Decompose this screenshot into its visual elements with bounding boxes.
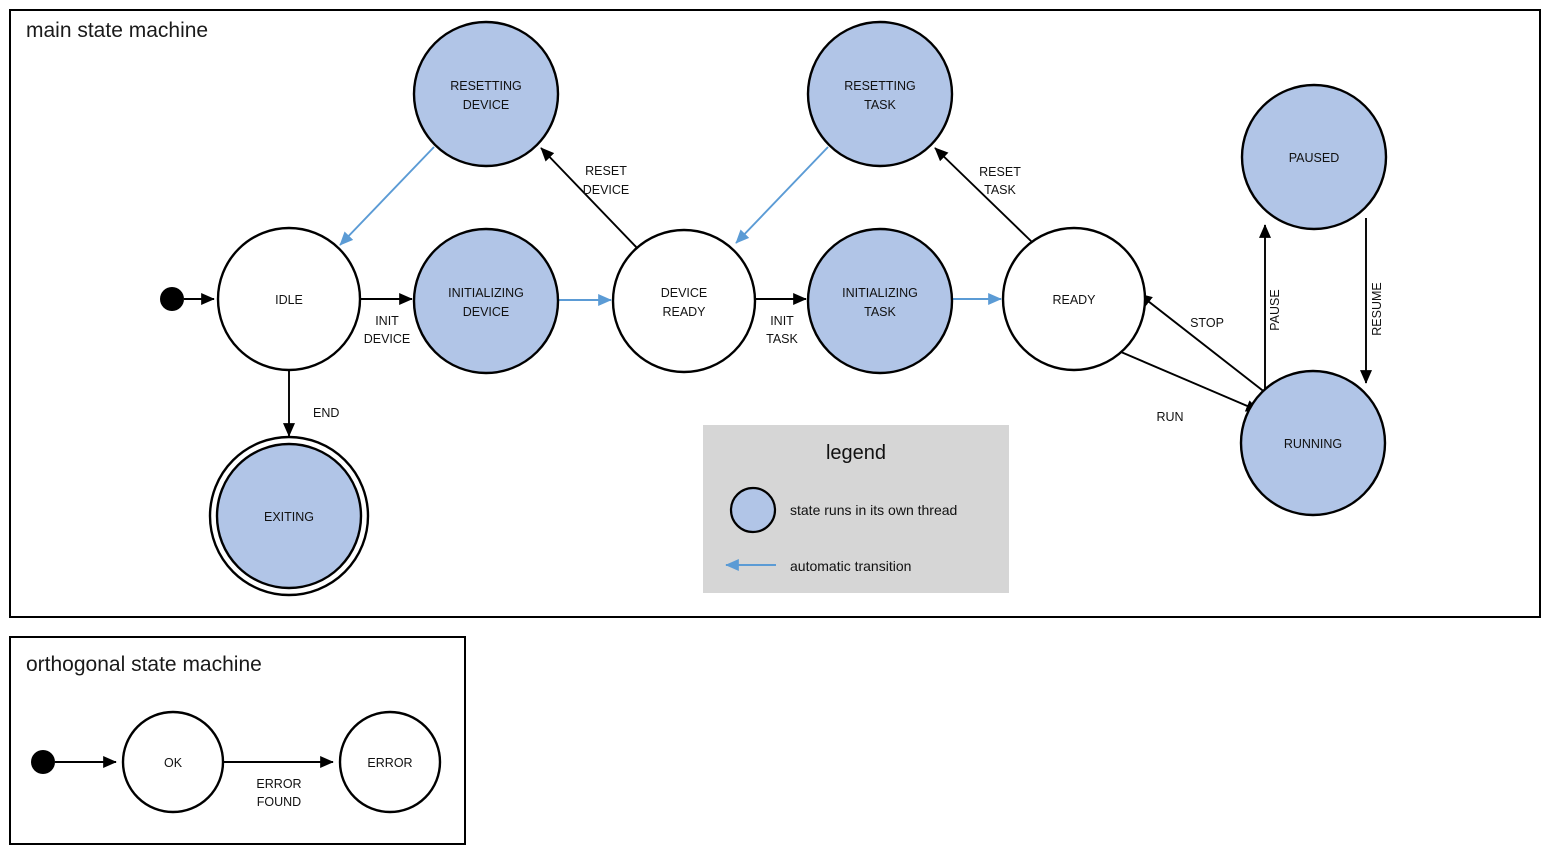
edge-label-reset-task-line1: RESET bbox=[979, 165, 1021, 179]
state-resetting-device[interactable]: RESETTING DEVICE bbox=[412, 20, 560, 168]
transition-device-ready-to-resetting-device: RESET DEVICE bbox=[540, 147, 641, 252]
state-resetting-task-circle[interactable] bbox=[806, 20, 954, 168]
state-initializing-device-label-line2: DEVICE bbox=[463, 305, 510, 319]
edge-ready-to-running bbox=[1120, 351, 1260, 412]
transition-running-to-paused: PAUSE bbox=[1258, 224, 1282, 390]
state-resetting-task-label-line1: RESETTING bbox=[844, 79, 916, 93]
edge-label-pause: PAUSE bbox=[1268, 289, 1282, 330]
transition-running-to-ready: STOP bbox=[1138, 293, 1272, 398]
state-resetting-task-label-line2: TASK bbox=[864, 98, 896, 112]
edge-resetting-task-to-device-ready bbox=[735, 146, 829, 244]
legend-item-threaded-state-text: state runs in its own thread bbox=[790, 502, 957, 518]
transition-resetting-task-to-device-ready bbox=[735, 146, 829, 244]
edge-label-stop: STOP bbox=[1190, 316, 1224, 330]
transition-ortho-start-to-ok bbox=[31, 750, 117, 774]
edge-label-reset-device-line2: DEVICE bbox=[583, 183, 630, 197]
state-ready[interactable]: READY bbox=[1001, 226, 1147, 372]
main-frame-title: main state machine bbox=[26, 19, 208, 42]
edge-label-init-device-line1: INIT bbox=[375, 314, 399, 328]
edge-resetting-device-to-idle bbox=[339, 146, 435, 246]
state-idle-circle[interactable] bbox=[216, 226, 362, 372]
state-initializing-task-circle[interactable] bbox=[806, 227, 954, 375]
legend-item-auto-transition: automatic transition bbox=[725, 558, 911, 574]
edge-label-reset-task-line2: TASK bbox=[984, 183, 1016, 197]
legend-item-threaded-state: state runs in its own thread bbox=[729, 486, 957, 534]
threaded-state-icon bbox=[729, 486, 777, 534]
state-ok[interactable]: OK bbox=[121, 710, 225, 814]
legend-item-auto-transition-text: automatic transition bbox=[790, 558, 911, 574]
state-exiting[interactable]: EXITING bbox=[208, 435, 370, 597]
legend: legend state runs in its own thread auto… bbox=[703, 425, 1009, 593]
state-ready-label: READY bbox=[1052, 293, 1096, 307]
orthogonal-transitions: ERROR FOUND bbox=[31, 750, 334, 809]
edge-label-reset-device-line1: RESET bbox=[585, 164, 627, 178]
state-device-ready-label-line2: READY bbox=[662, 305, 706, 319]
main-transitions: INIT DEVICE RESET DEVICE INIT TASK bbox=[160, 146, 1384, 437]
legend-title: legend bbox=[826, 442, 886, 464]
state-initializing-task-label-line2: TASK bbox=[864, 305, 896, 319]
state-initializing-device-label-line1: INITIALIZING bbox=[448, 286, 524, 300]
edge-ready-to-resetting-task bbox=[934, 147, 1033, 243]
state-resetting-task[interactable]: RESETTING TASK bbox=[806, 20, 954, 168]
state-error[interactable]: ERROR bbox=[338, 710, 442, 814]
state-paused[interactable]: PAUSED bbox=[1240, 83, 1388, 231]
edge-label-init-device-line2: DEVICE bbox=[364, 332, 411, 346]
state-device-ready[interactable]: DEVICE READY bbox=[611, 228, 757, 374]
orthogonal-states: OK ERROR bbox=[121, 710, 442, 814]
transition-idle-to-initializing-device: INIT DEVICE bbox=[360, 292, 413, 346]
state-ok-label: OK bbox=[164, 756, 183, 770]
state-error-circle[interactable] bbox=[338, 710, 442, 814]
state-device-ready-circle[interactable] bbox=[611, 228, 757, 374]
transition-idle-to-exiting: END bbox=[282, 371, 339, 437]
edge-running-to-ready bbox=[1138, 293, 1272, 398]
state-initializing-task[interactable]: INITIALIZING TASK bbox=[806, 227, 954, 375]
state-ready-circle[interactable] bbox=[1001, 226, 1147, 372]
edge-label-error-found-line2: FOUND bbox=[257, 795, 301, 809]
edge-label-error-found-line1: ERROR bbox=[256, 777, 301, 791]
state-device-ready-label-line1: DEVICE bbox=[661, 286, 708, 300]
edge-label-resume: RESUME bbox=[1370, 282, 1384, 335]
transition-start-to-idle bbox=[160, 287, 215, 311]
state-paused-label: PAUSED bbox=[1289, 151, 1339, 165]
state-paused-circle[interactable] bbox=[1240, 83, 1388, 231]
edge-device-ready-to-resetting-device bbox=[540, 147, 641, 252]
state-exiting-label: EXITING bbox=[264, 510, 314, 524]
transition-ortho-ok-to-error: ERROR FOUND bbox=[223, 755, 334, 809]
edge-label-run: RUN bbox=[1156, 410, 1183, 424]
state-idle[interactable]: IDLE bbox=[216, 226, 362, 372]
state-resetting-device-label-line2: DEVICE bbox=[463, 98, 510, 112]
transition-device-ready-to-initializing-task: INIT TASK bbox=[756, 292, 807, 346]
state-initializing-device[interactable]: INITIALIZING DEVICE bbox=[412, 227, 560, 375]
orthogonal-frame-title: orthogonal state machine bbox=[26, 653, 262, 676]
orthogonal-initial-state-dot bbox=[31, 750, 55, 774]
state-running-circle[interactable] bbox=[1239, 369, 1387, 517]
initial-state-dot bbox=[160, 287, 184, 311]
state-running[interactable]: RUNNING bbox=[1239, 369, 1387, 517]
transition-resetting-device-to-idle bbox=[339, 146, 435, 246]
edge-label-end: END bbox=[313, 406, 339, 420]
state-exiting-circle[interactable] bbox=[215, 442, 363, 590]
state-ok-circle[interactable] bbox=[121, 710, 225, 814]
state-resetting-device-circle[interactable] bbox=[412, 20, 560, 168]
state-initializing-task-label-line1: INITIALIZING bbox=[842, 286, 918, 300]
transition-paused-to-running: RESUME bbox=[1359, 218, 1384, 384]
state-error-label: ERROR bbox=[367, 756, 412, 770]
edge-label-init-task-line2: TASK bbox=[766, 332, 798, 346]
transition-ready-to-running: RUN bbox=[1120, 351, 1260, 424]
transition-ready-to-resetting-task: RESET TASK bbox=[934, 147, 1033, 243]
state-running-label: RUNNING bbox=[1284, 437, 1342, 451]
main-states: IDLE RESETTING DEVICE INITIALIZING DEVIC… bbox=[208, 20, 1388, 597]
edge-label-init-task-line1: INIT bbox=[770, 314, 794, 328]
state-resetting-device-label-line1: RESETTING bbox=[450, 79, 522, 93]
state-idle-label: IDLE bbox=[275, 293, 303, 307]
state-initializing-device-circle[interactable] bbox=[412, 227, 560, 375]
